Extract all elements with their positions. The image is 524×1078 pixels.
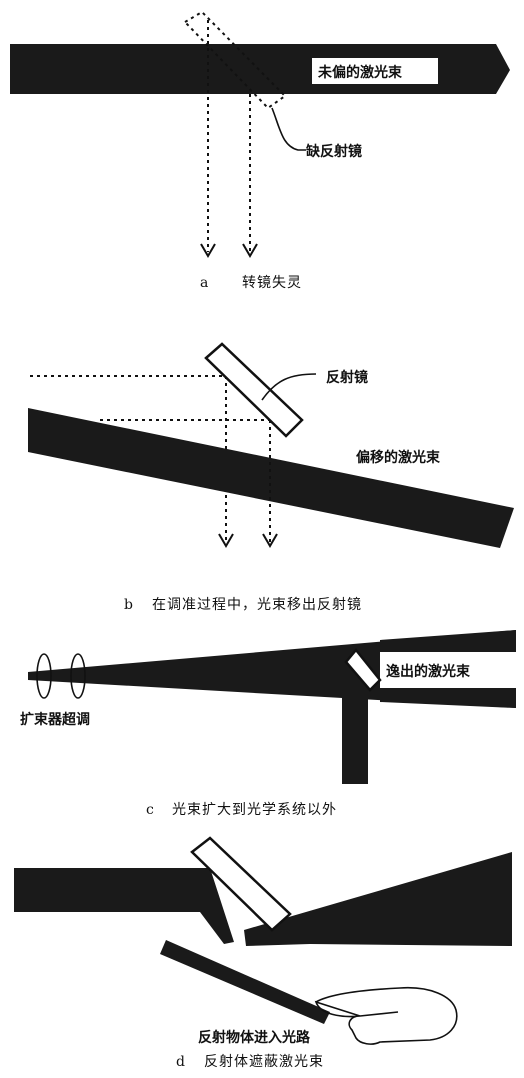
reflected-laser-beam [244,852,512,946]
reflected-beam [342,680,368,784]
caption-a-text: 转镜失灵 [242,275,302,291]
reflector-mirror-d [190,836,292,932]
ray-left-arrow [200,243,216,258]
original-ray-arrow [218,533,234,548]
caption-d-text: 反射体遮蔽激光束 [204,1053,324,1070]
reflective-object [160,940,330,1024]
reflector-mirror-c [344,648,382,692]
reflective-object-label: 反射物体进入光路 [198,1029,311,1046]
mirror-pointer-b [261,373,317,401]
missing-mirror-label: 缺反射镜 [306,143,362,160]
caption-c-text: 光束扩大到光学系统以外 [172,802,337,818]
mirror-label-b: 反射镜 [326,369,368,386]
incoming-laser-beam [14,868,234,944]
mirror-pointer [271,107,306,151]
expander-lens-2 [70,653,86,699]
beam-label-box [312,58,438,84]
panel-b: 反射镜 偏移的激光束 b 在调准过程中，光束移出反射镜 [28,342,514,613]
caption-b-letter: b [124,597,134,613]
escaped-beam-top [380,630,516,650]
ray-right-arrow [242,243,258,258]
escaped-beam-bottom [380,690,516,708]
expander-lens-1 [36,653,52,699]
panel-a: 未偏的激光束 缺反射镜 a 转镜失灵 [10,10,510,291]
caption-b-text: 在调准过程中，光束移出反射镜 [152,597,362,613]
caption-c-letter: c [146,802,155,818]
deflected-beam-label: 偏移的激光束 [356,449,441,466]
escaped-beam-label: 逸出的激光束 [386,663,471,680]
hand-icon [314,986,458,1045]
missing-mirror-outline [183,10,287,110]
escaped-label-box [380,652,516,688]
caption-d-letter: d [176,1054,186,1070]
expander-label: 扩束器超调 [20,711,90,728]
reflector-mirror [204,342,304,438]
deflected-ray-arrow [262,533,278,548]
panel-c: 逸出的激光束 扩束器超调 c 光束扩大到光学系统以外 [20,630,516,818]
caption-a-letter: a [200,275,209,291]
panel-d: 反射物体进入光路 d 反射体遮蔽激光束 [14,836,512,1070]
beam-label: 未偏的激光束 [318,64,403,81]
